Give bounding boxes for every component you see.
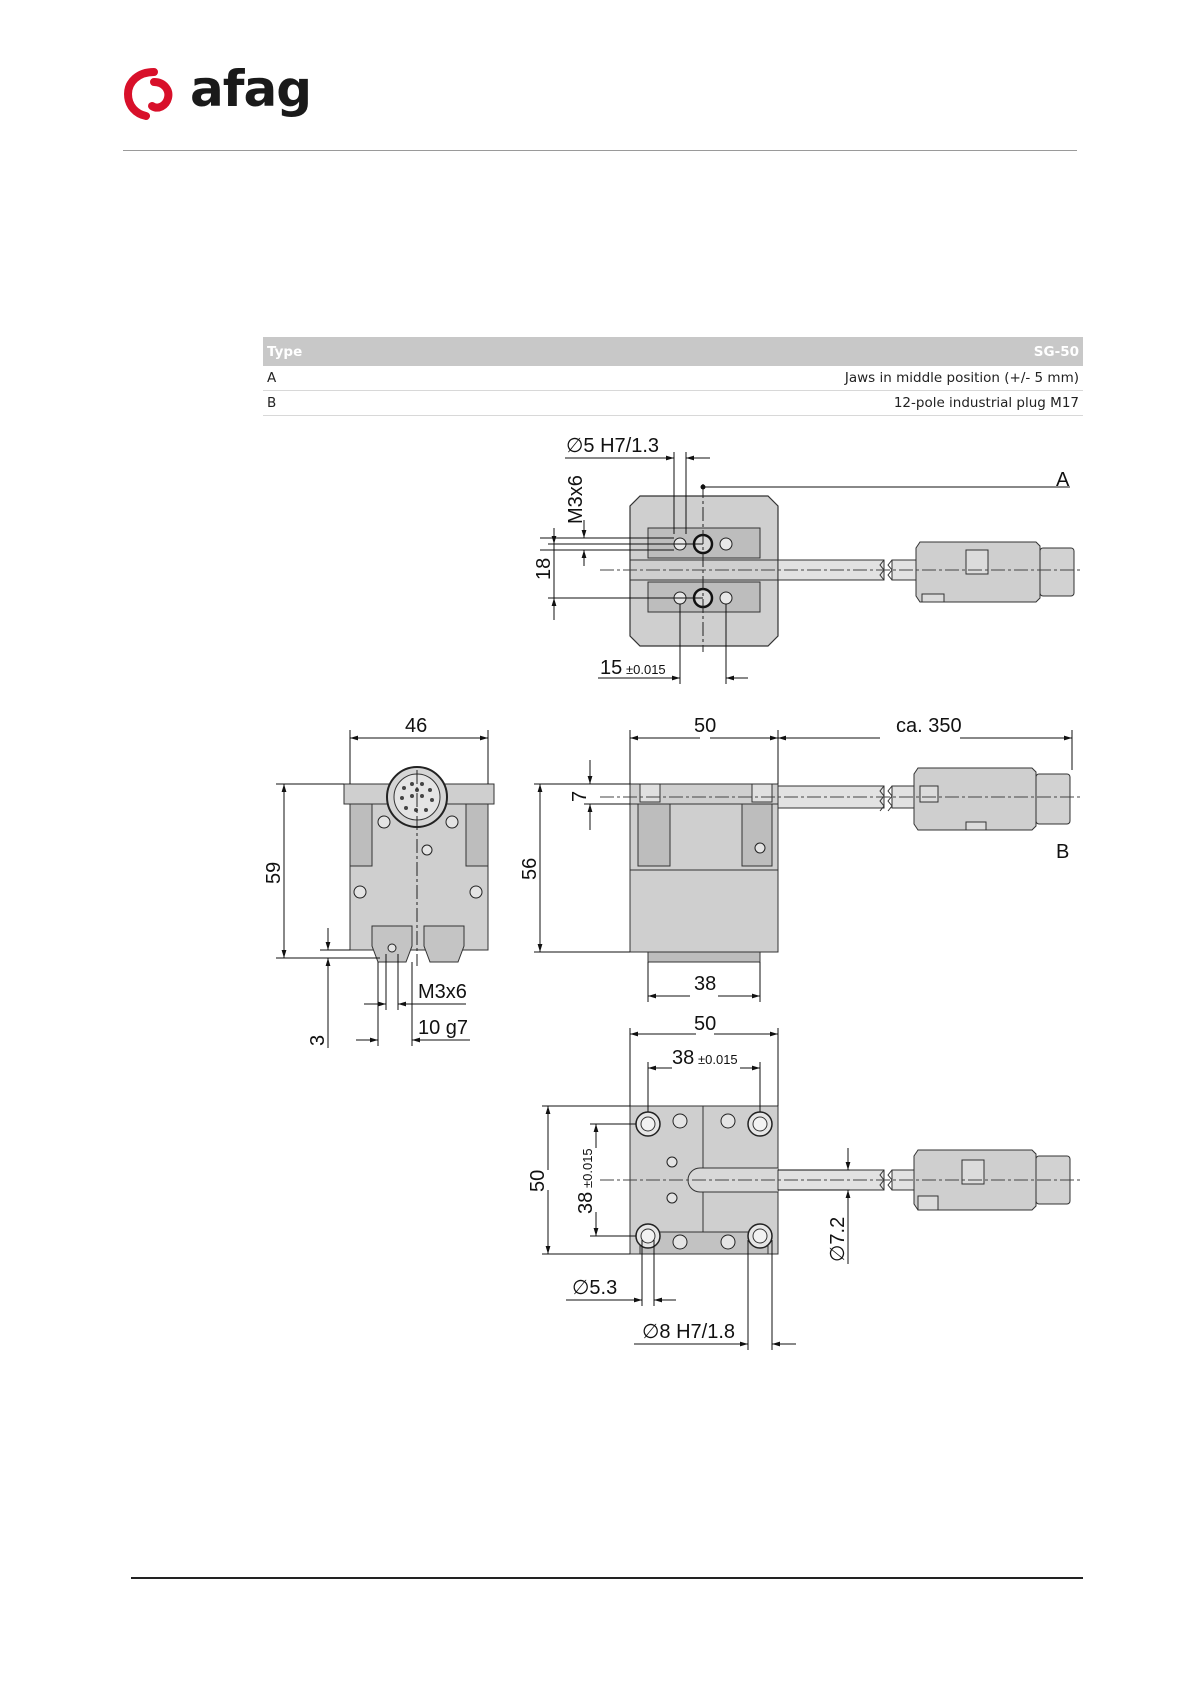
pitch-y-tol: ±0.015 [580,1148,595,1188]
pin-hole-icon [720,592,732,604]
callout-b: B [1056,841,1069,863]
callout-a: A [1056,469,1070,491]
footer-rule [131,1577,1083,1579]
end-view-right-jaw [424,926,464,962]
pitch-y-label: 38 [575,1192,597,1214]
thread-label: M3x6 [565,475,587,524]
pitch-15-label: 15 [600,657,622,679]
jaw-38-label: 38 [694,973,716,995]
cable-dia-label: ∅7.2 [827,1217,849,1262]
bottom-view: 50 38 ±0.015 50 38 ±0.015 ∅7.2 ∅5.3 [527,1013,1080,1350]
cable-length-label: ca. 350 [896,715,962,737]
end-thread-label: M3x6 [418,981,467,1003]
bottom-length-50-label: 50 [694,1013,716,1035]
pitch-x-label: 38 [672,1047,694,1069]
side-jaw [648,952,760,962]
jaw-10g7-label: 10 g7 [418,1017,468,1039]
height-59-label: 59 [263,862,285,884]
length-50-label: 50 [694,715,716,737]
pitch-x-tol: ±0.015 [698,1052,738,1067]
height-18-label: 18 [533,558,555,580]
end-view: 46 59 3 M3x6 10 g7 [263,715,494,1048]
top-view-body [630,496,778,646]
pin-hole-icon [720,538,732,550]
pin-dia-label: ∅8 H7/1.8 [642,1321,735,1343]
bottom-height-50-label: 50 [527,1170,549,1192]
side-view: B 50 ca. 350 7 56 38 [519,715,1080,1002]
offset-3-label: 3 [307,1035,329,1046]
width-46-label: 46 [405,715,427,737]
height-56-label: 56 [519,858,541,880]
hole-dia-label: ∅5.3 [572,1277,617,1299]
pin-dim-label: ∅5 H7/1.3 [566,435,659,457]
pitch-15-tol: ±0.015 [626,662,666,677]
top-view: A ∅5 H7/1.3 M3x6 18 15 ±0.015 [533,435,1080,684]
flange-7-label: 7 [569,791,591,802]
